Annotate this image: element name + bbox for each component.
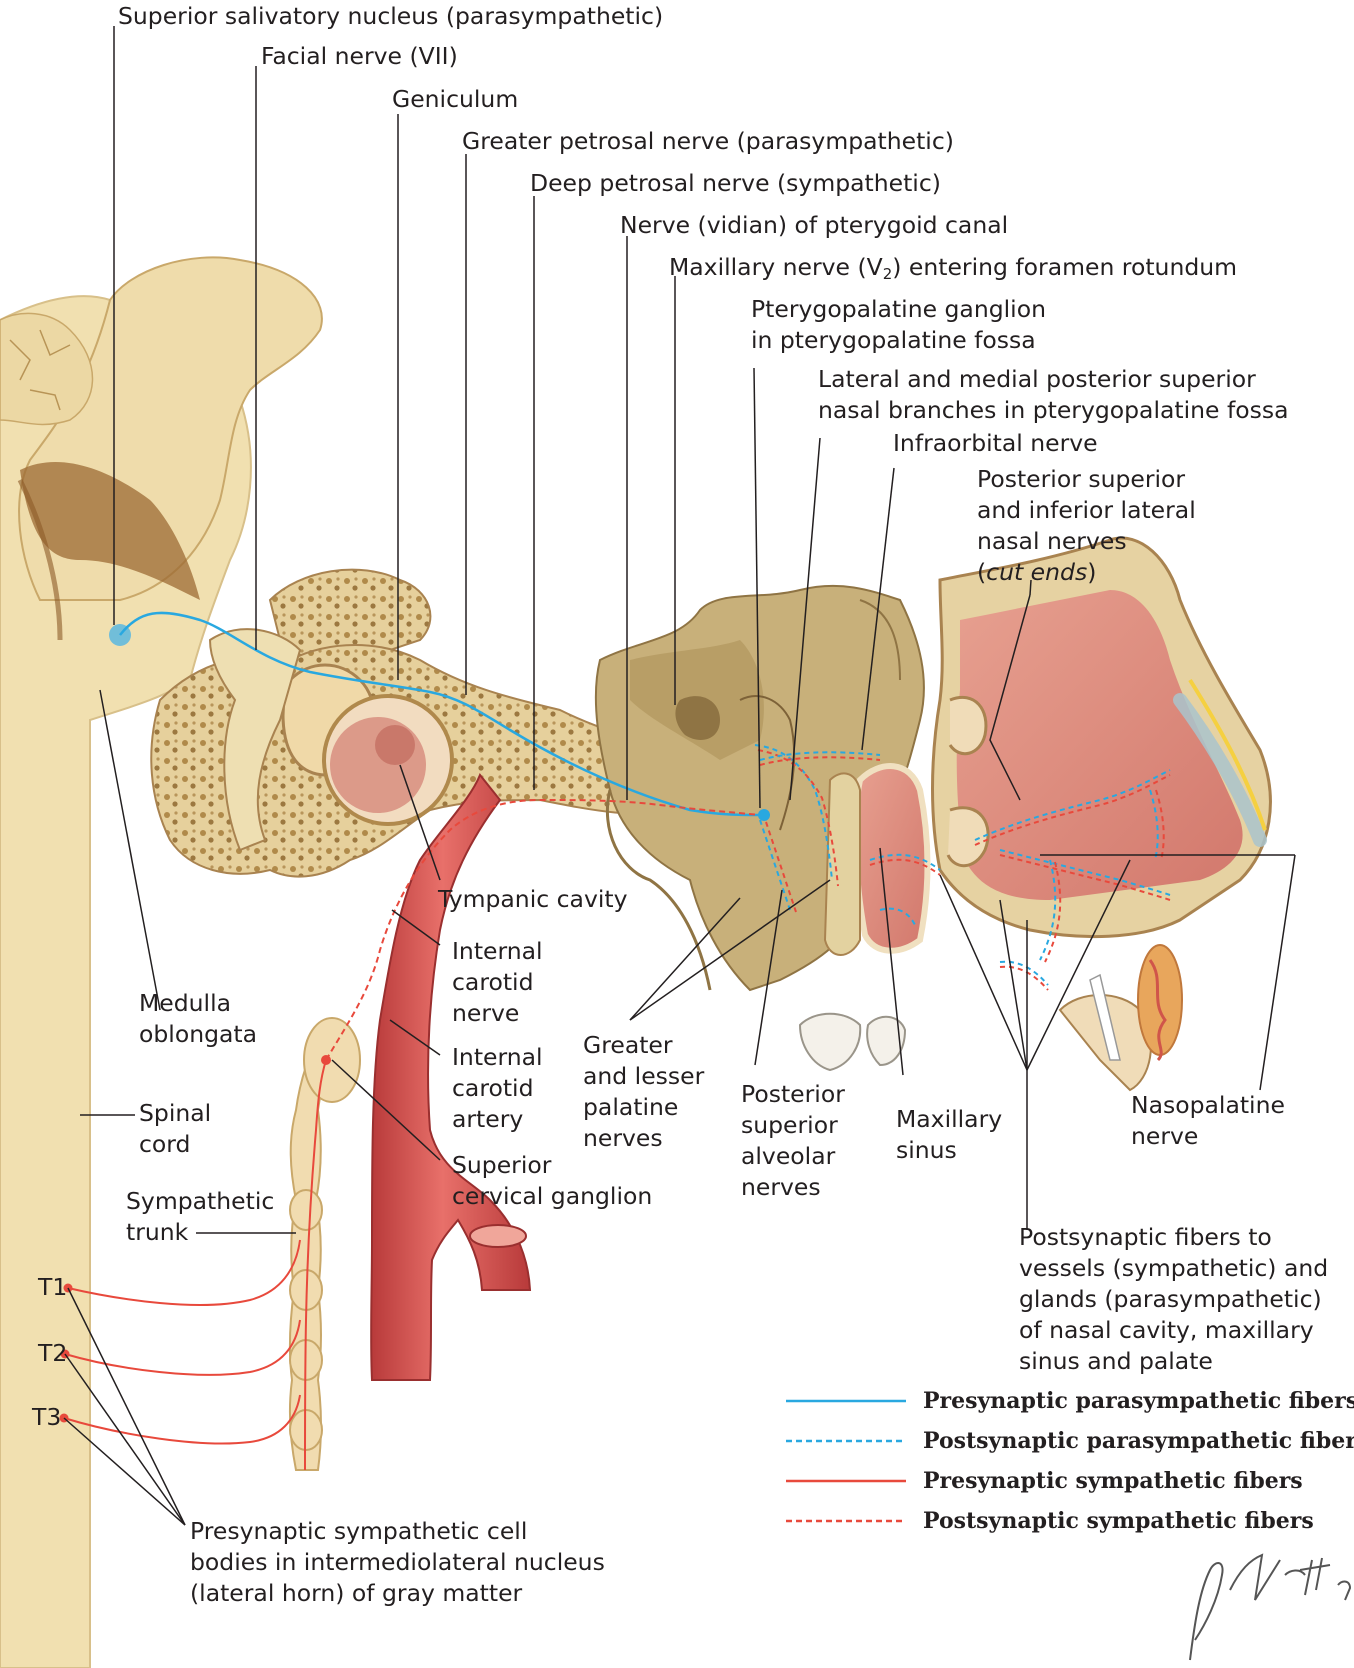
legend-item-presynaptic-sympathetic: Presynaptic sympathetic fibers (923, 1468, 1303, 1494)
label-sympathetic-trunk: Sympathetic trunk (126, 1187, 275, 1246)
label-posterior-superior-alveolar-nerves: Posterior superior alveolar nerves (741, 1080, 845, 1201)
label-spinal-cord: Spinal cord (139, 1099, 212, 1158)
label-nasopalatine-nerve: Nasopalatine nerve (1131, 1091, 1285, 1150)
label-greater-petrosal-nerve: Greater petrosal nerve (parasympathetic) (462, 127, 954, 155)
label-posterior-superior-lateral-nasal-nerves: Posterior superior and inferior lateral … (977, 465, 1196, 586)
label-facial-nerve: Facial nerve (VII) (261, 42, 458, 70)
label-deep-petrosal-nerve: Deep petrosal nerve (sympathetic) (530, 169, 941, 197)
label-superior-salivatory-nucleus: Superior salivatory nucleus (parasympath… (118, 2, 664, 30)
teeth (798, 1012, 907, 1072)
label-t3: T3 (32, 1403, 62, 1431)
internal-carotid-artery-shape (370, 773, 532, 1381)
label-presynaptic-sympathetic-cell-bodies: Presynaptic sympathetic cell bodies in i… (190, 1517, 605, 1607)
presynaptic-parasympathetic-path (119, 611, 761, 817)
label-postsynaptic-fibers-note: Postsynaptic fibers to vessels (sympathe… (1019, 1223, 1329, 1375)
label-greater-lesser-palatine-nerves: Greater and lesser palatine nerves (583, 1031, 705, 1152)
temporal-bone (150, 568, 691, 878)
label-maxillary-nerve: Maxillary nerve (V2) entering foramen ro… (669, 253, 1238, 283)
label-vidian-nerve: Nerve (vidian) of pterygoid canal (620, 211, 1009, 239)
label-superior-cervical-ganglion: Superior cervical ganglion (452, 1151, 653, 1210)
label-internal-carotid-artery: Internal carotid artery (452, 1043, 543, 1133)
label-lateral-medial-nasal-branches: Lateral and medial posterior superior na… (818, 365, 1289, 424)
legend-item-postsynaptic-sympathetic: Postsynaptic sympathetic fibers (923, 1508, 1314, 1534)
maxillary-sinus-shape (823, 763, 931, 956)
sympathetic-trunk-shape (288, 1017, 361, 1471)
netter-signature (1189, 1553, 1352, 1661)
label-tympanic-cavity: Tympanic cavity (438, 885, 628, 913)
nasal-cavity (931, 536, 1272, 1092)
label-pterygopalatine-ganglion: Pterygopalatine ganglion in pterygopalat… (751, 295, 1046, 354)
label-maxillary-sinus: Maxillary sinus (896, 1105, 1003, 1164)
presynaptic-sympathetic-ascending (304, 1059, 327, 1471)
legend-item-presynaptic-parasympathetic: Presynaptic parasympathetic fibers (923, 1388, 1354, 1414)
legend-swatches (786, 1399, 906, 1523)
label-t1: T1 (38, 1273, 68, 1301)
label-geniculum: Geniculum (392, 85, 519, 113)
postsynaptic-sympathetic-path (325, 798, 761, 1061)
legend-item-postsynaptic-parasympathetic: Postsynaptic parasympathetic fibers (923, 1428, 1354, 1454)
label-medulla-oblongata: Medulla oblongata (139, 989, 258, 1048)
label-internal-carotid-nerve: Internal carotid nerve (452, 937, 543, 1027)
label-infraorbital-nerve: Infraorbital nerve (893, 429, 1098, 457)
brainstem (0, 256, 323, 1668)
label-t2: T2 (38, 1339, 68, 1367)
leader-lines (63, 26, 1296, 1526)
